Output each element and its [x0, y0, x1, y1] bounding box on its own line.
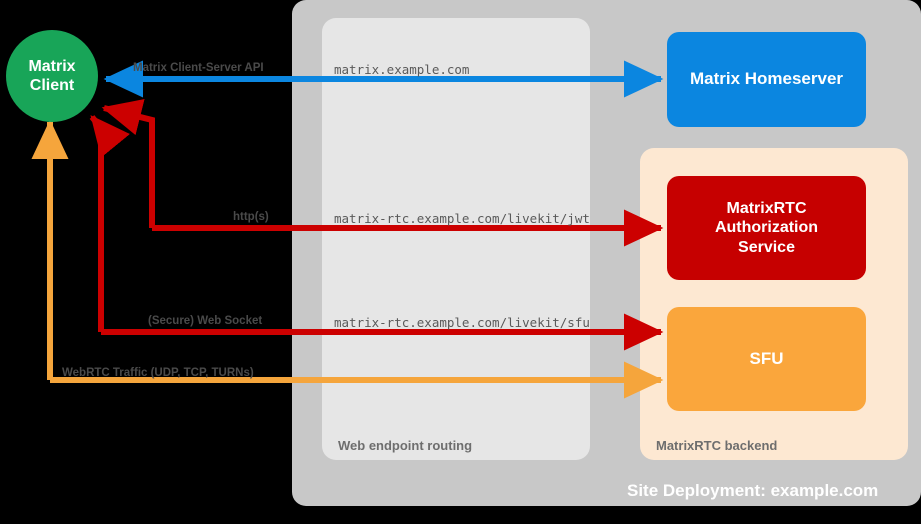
site-deployment-caption: Site Deployment: example.com — [627, 481, 879, 500]
matrix-client-node[interactable]: Matrix Client — [6, 30, 98, 122]
sfu-label: SFU — [749, 348, 784, 368]
matrix-client-label-line2: Client — [29, 77, 75, 94]
matrixrtc-authorization-service-node[interactable]: MatrixRTC Authorization Service — [667, 176, 866, 280]
protocol-label-websocket: (Secure) Web Socket — [148, 315, 263, 327]
connector-websocket-sfu — [89, 115, 664, 351]
protocol-label-https: http(s) — [233, 211, 269, 223]
endpoint-label-matrix: matrix.example.com — [334, 62, 470, 77]
matrixrtc-backend-caption: MatrixRTC backend — [656, 438, 778, 453]
matrix-client-label-line1: Matrix — [28, 57, 76, 75]
endpoint-label-livekit-sfu: matrix-rtc.example.com/livekit/sfu — [334, 315, 590, 330]
matrix-homeserver-node[interactable]: Matrix Homeserver — [667, 32, 866, 127]
auth-service-label-line2: Authorization — [714, 219, 819, 237]
connector-webrtc-sfu — [31, 119, 664, 399]
web-endpoint-routing-panel — [322, 18, 590, 460]
sfu-node[interactable]: SFU — [667, 307, 866, 411]
web-endpoint-routing-caption: Web endpoint routing — [338, 438, 473, 453]
protocol-label-webrtc: WebRTC Traffic (UDP, TCP, TURNs) — [62, 367, 254, 379]
connector-https-auth — [101, 98, 664, 247]
matrix-homeserver-label: Matrix Homeserver — [689, 69, 844, 89]
auth-service-label-line3: Service — [738, 238, 795, 256]
endpoint-label-livekit-jwt: matrix-rtc.example.com/livekit/jwt — [334, 211, 590, 226]
auth-service-label-line1: MatrixRTC — [726, 199, 807, 217]
protocol-label-client-server-api: Matrix Client-Server API — [133, 62, 264, 74]
